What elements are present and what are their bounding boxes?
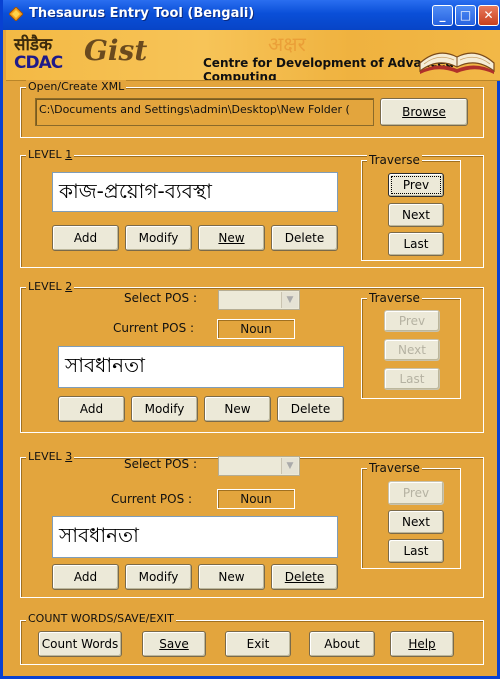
close-button[interactable]: ✕ [478, 5, 499, 26]
level2-label-prefix: LEVEL [28, 280, 66, 293]
help-button[interactable]: Help [390, 631, 454, 657]
level2-new-button[interactable]: New [204, 396, 271, 422]
level3-traverse-label: Traverse [367, 461, 422, 475]
level3-label-number: 3 [65, 450, 73, 463]
level1-label-number: 1 [65, 148, 73, 161]
xml-path-field[interactable]: C:\Documents and Settings\admin\Desktop\… [35, 98, 374, 126]
level3-delete-button[interactable]: Delete [271, 564, 338, 590]
level2-prev-button[interactable]: Prev [384, 310, 440, 332]
level3-add-button[interactable]: Add [52, 564, 119, 590]
level1-prev-button[interactable]: Prev [388, 173, 444, 197]
count-words-button[interactable]: Count Words [38, 631, 122, 657]
help-button-label: Help [408, 637, 436, 651]
book-icon [419, 52, 495, 74]
chevron-down-icon[interactable]: ▼ [281, 292, 298, 308]
level1-entry-input[interactable]: কাজ-প্রয়োগ-ব্যবস্থা [52, 172, 338, 212]
level1-group-label: LEVEL 1 [26, 148, 75, 161]
browse-button[interactable]: Browse [380, 98, 468, 126]
level2-last-button[interactable]: Last [384, 368, 440, 390]
banner-caption: Centre for Development of Advanced Compu… [203, 56, 454, 81]
logo-gist-text: Gist [84, 34, 148, 67]
level2-add-button[interactable]: Add [58, 396, 125, 422]
level1-new-button[interactable]: New [198, 225, 265, 251]
level2-group-label: LEVEL 2 [26, 280, 75, 293]
about-button[interactable]: About [309, 631, 375, 657]
level3-entry-input[interactable]: সাবধানতা [52, 516, 338, 558]
level3-delete-label: Delete [284, 570, 325, 584]
window-title: Thesaurus Entry Tool (Bengali) [29, 6, 255, 21]
level1-modify-button[interactable]: Modify [125, 225, 192, 251]
level1-group [20, 155, 484, 268]
browse-button-label: Browse [402, 105, 446, 119]
level2-traverse-label: Traverse [367, 291, 422, 305]
level3-pos-select[interactable]: ▼ [218, 456, 300, 476]
level1-traverse-label: Traverse [367, 153, 422, 167]
level1-new-label: New [218, 231, 245, 245]
level3-current-pos-label: Current POS : [111, 492, 193, 506]
title-bar[interactable]: Thesaurus Entry Tool (Bengali) _ □ ✕ [3, 0, 500, 30]
footer-group-label: COUNT WORDS/SAVE/EXIT [26, 612, 176, 625]
footer-group [20, 620, 484, 665]
level1-next-button[interactable]: Next [388, 203, 444, 227]
exit-button[interactable]: Exit [225, 631, 291, 657]
save-button[interactable]: Save [142, 631, 206, 657]
level2-entry-input[interactable]: সাবধানতা [58, 346, 344, 388]
level3-new-button[interactable]: New [198, 564, 265, 590]
level2-delete-button[interactable]: Delete [277, 396, 344, 422]
banner: सीडैक CDAC Gist अक्षर Centre for Develop… [6, 30, 500, 81]
level2-select-pos-label: Select POS : [124, 291, 197, 305]
level2-pos-select[interactable]: ▼ [218, 290, 300, 310]
maximize-button[interactable]: □ [455, 5, 476, 26]
minimize-button[interactable]: _ [432, 5, 453, 26]
xml-group-label: Open/Create XML [26, 80, 127, 93]
level1-add-button[interactable]: Add [52, 225, 119, 251]
app-icon [9, 7, 23, 21]
level2-next-button[interactable]: Next [384, 339, 440, 361]
level3-current-pos-value: Noun [217, 489, 295, 509]
level2-current-pos-label: Current POS : [113, 321, 195, 335]
logo-cdac-text: CDAC [14, 53, 63, 73]
save-button-label: Save [159, 637, 189, 651]
level2-label-number: 2 [65, 280, 73, 293]
level3-label-prefix: LEVEL [28, 450, 66, 463]
banner-watermark: अक्षर [268, 32, 306, 56]
level1-delete-button[interactable]: Delete [271, 225, 338, 251]
logo-hindi-text: सीडैक [14, 35, 53, 55]
level1-last-button[interactable]: Last [388, 232, 444, 256]
level2-current-pos-value: Noun [217, 319, 295, 339]
level3-prev-button[interactable]: Prev [388, 481, 444, 505]
level3-modify-button[interactable]: Modify [125, 564, 192, 590]
level2-modify-button[interactable]: Modify [131, 396, 198, 422]
level1-label-prefix: LEVEL [28, 148, 66, 161]
level2-group [20, 287, 484, 433]
level3-last-button[interactable]: Last [388, 539, 444, 563]
chevron-down-icon[interactable]: ▼ [281, 458, 298, 474]
xml-group [20, 87, 484, 138]
level3-group-label: LEVEL 3 [26, 450, 75, 463]
level3-select-pos-label: Select POS : [124, 457, 197, 471]
level3-next-button[interactable]: Next [388, 510, 444, 534]
